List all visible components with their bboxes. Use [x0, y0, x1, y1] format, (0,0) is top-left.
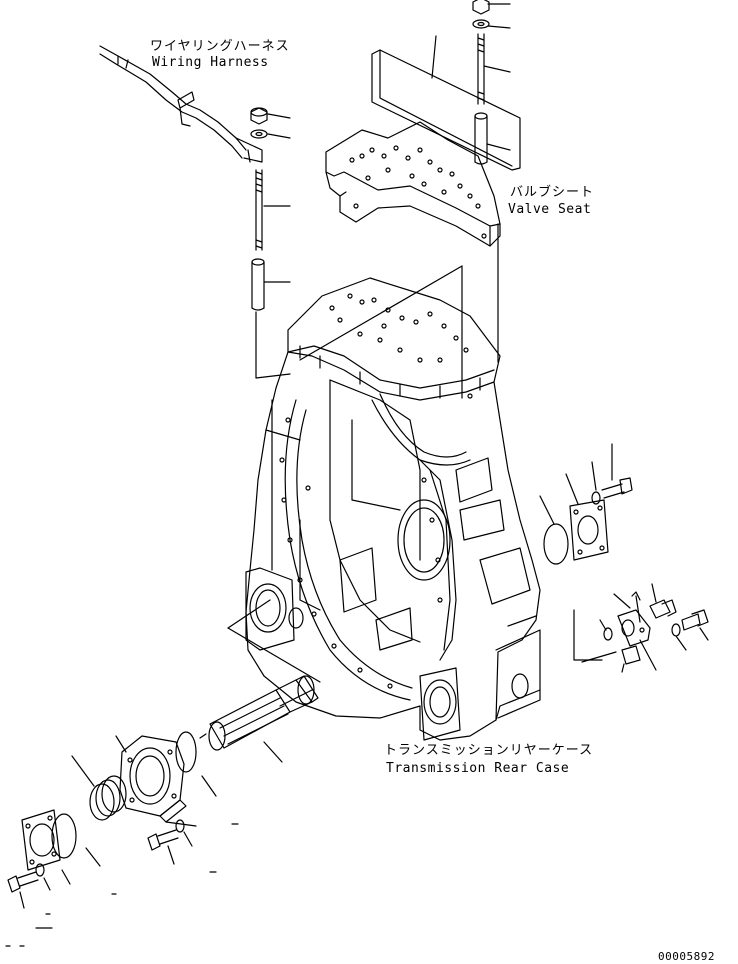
rear-case-label-en: Transmission Rear Case: [386, 761, 570, 776]
end-plate-assembly: [7, 809, 193, 909]
breather-assembly: [573, 583, 709, 673]
leader-lines: [263, 3, 511, 399]
wiring-harness-label-jp: ワイヤリングハーネス: [150, 39, 290, 54]
spring-assembly: [71, 755, 127, 821]
left-stud-assembly: [250, 107, 291, 379]
rear-case-label-jp: トランスミッションリヤーケース: [384, 743, 594, 758]
wiring-harness-label-en: Wiring Harness: [152, 55, 269, 70]
reference-marks: [5, 823, 239, 947]
strainer-assembly: [199, 599, 321, 763]
rear-case: [245, 277, 541, 741]
right-stud-assembly: [371, 0, 521, 363]
valve-seat: [325, 121, 501, 247]
right-side-parts: [539, 443, 633, 565]
valve-seat-label-en: Valve Seat: [508, 202, 592, 217]
valve-seat-label-jp: バルブシート: [510, 185, 595, 200]
cover-assembly: [115, 731, 217, 827]
wiring-harness: [99, 45, 263, 163]
drawing-number: 00005892: [658, 950, 715, 963]
